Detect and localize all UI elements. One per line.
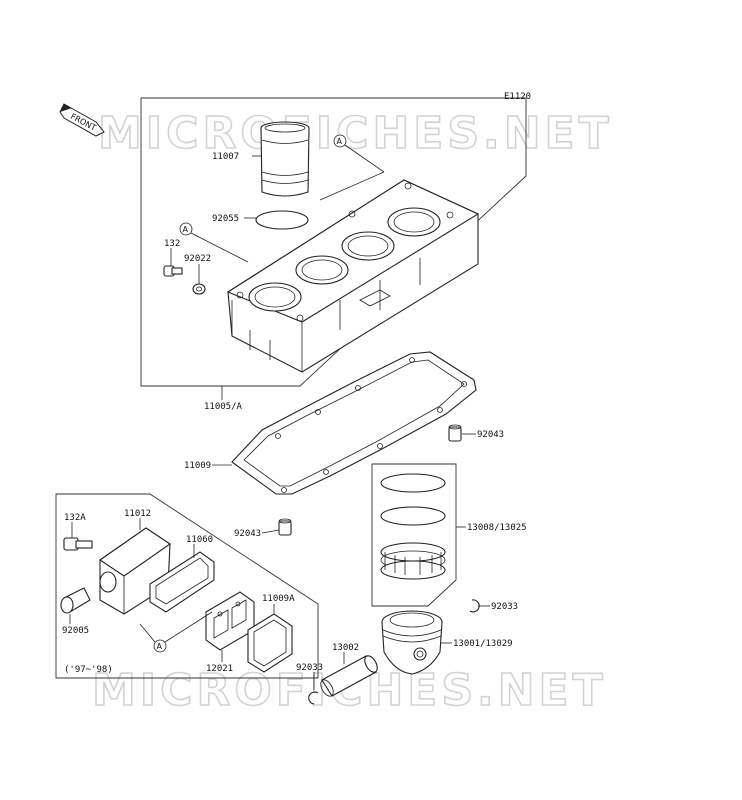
watermark-top: MICROFICHES.NET	[98, 108, 613, 159]
label-92033-lower: 92033	[296, 663, 323, 673]
label-11060: 11060	[186, 535, 213, 545]
piston-ring-second-part	[380, 506, 446, 526]
label-132: 132	[164, 239, 180, 249]
washer-92022-part	[192, 283, 206, 295]
label-13001-13029: 13001/13029	[453, 639, 513, 649]
label-92005: 92005	[62, 626, 89, 636]
breather-gasket-part	[149, 551, 215, 613]
label-12021: 12021	[206, 664, 233, 674]
label-13008-13025: 13008/13025	[467, 523, 527, 533]
label-11012: 11012	[124, 509, 151, 519]
ref-mark-a-mid: A	[179, 222, 193, 236]
label-11009: 11009	[184, 461, 211, 471]
bolt-132-part	[163, 265, 183, 277]
dowel-pin-92043-upper-part	[448, 424, 462, 442]
hose-fitting-92005-part	[60, 587, 91, 614]
dowel-pin-92043-lower-part	[278, 518, 292, 536]
piston-ring-frame	[371, 463, 457, 607]
gasket-11009a-part	[247, 613, 293, 673]
label-92043-upper: 92043	[477, 430, 504, 440]
reed-valve-part	[205, 591, 255, 651]
circlip-92033-upper-part	[469, 599, 480, 613]
o-ring-part	[255, 210, 309, 230]
piston-ring-top-part	[380, 473, 446, 493]
cylinder-block-part	[226, 179, 480, 373]
piston-ring-oil-part	[380, 542, 446, 580]
ref-mark-a-top: A	[333, 134, 347, 148]
piston-pin-part	[320, 655, 378, 697]
circlip-92033-lower-part	[308, 691, 319, 705]
svg-text:A: A	[183, 225, 189, 234]
label-11009a: 11009A	[262, 594, 295, 604]
label-13002: 13002	[332, 643, 359, 653]
label-132a: 132A	[64, 513, 86, 523]
bolt-132a-part	[63, 537, 93, 551]
label-92022: 92022	[184, 254, 211, 264]
label-92033-upper: 92033	[491, 602, 518, 612]
breather-group-frame	[55, 493, 319, 679]
label-92043-lower: 92043	[234, 529, 261, 539]
label-92055: 92055	[212, 214, 239, 224]
diagram-code: E1120	[504, 92, 531, 102]
base-gasket-part	[231, 351, 477, 495]
label-11007: 11007	[212, 152, 239, 162]
piston-part	[381, 610, 443, 675]
cylinder-liner-part	[260, 121, 310, 197]
svg-text:A: A	[157, 642, 163, 651]
svg-text:A: A	[337, 137, 343, 146]
label-11005a: 11005/A	[204, 402, 243, 412]
years-note: ('97~'98)	[64, 665, 113, 675]
ref-mark-a-breather: A	[153, 639, 167, 653]
